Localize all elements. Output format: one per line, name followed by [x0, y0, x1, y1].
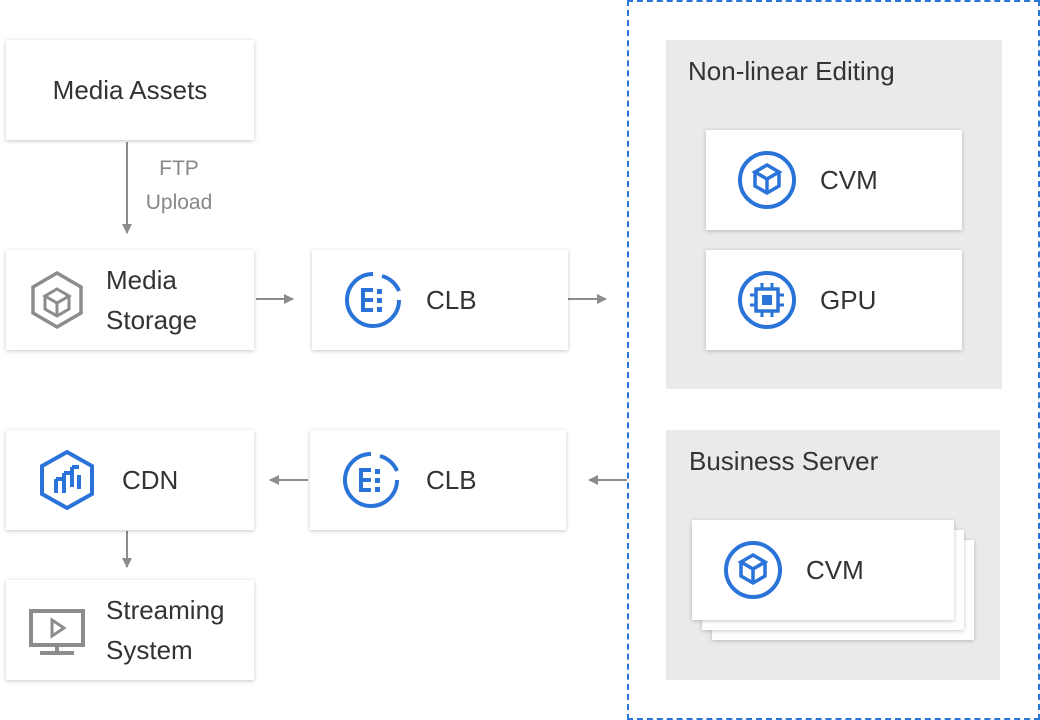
business-server-title: Business Server — [689, 446, 879, 476]
streaming-label-line1: Streaming — [106, 595, 225, 625]
gpu-node: GPU — [706, 250, 962, 350]
media-assets-label: Media Assets — [52, 75, 208, 105]
nonlinear-editing-title: Non-linear Editing — [688, 56, 895, 86]
business-cvm-node: CVM — [692, 520, 954, 620]
cloud-boundary — [627, 0, 1040, 720]
streaming-label-line2: System — [106, 635, 193, 665]
clb-icon — [343, 452, 399, 508]
media-assets-node: Media Assets — [6, 40, 254, 140]
cdn-label: CDN — [122, 465, 179, 495]
clb-node-top: CLB — [312, 250, 568, 350]
ftp-label-line2: Upload — [145, 191, 213, 214]
streaming-system-node: Streaming System — [6, 580, 254, 680]
gpu-icon — [738, 271, 796, 329]
cube-storage-icon — [31, 270, 83, 330]
cvm-icon — [724, 541, 782, 599]
ftp-label-line1: FTP — [159, 157, 199, 180]
media-storage-label-line1: Media — [106, 265, 177, 295]
clb-bottom-label: CLB — [426, 465, 477, 495]
monitor-play-icon — [29, 609, 85, 655]
business-cvm-label: CVM — [806, 555, 864, 585]
cdn-node: CDN — [6, 430, 254, 530]
gpu-label: GPU — [820, 285, 877, 315]
media-storage-node: Media Storage — [6, 250, 254, 350]
cvm-icon — [738, 151, 796, 209]
clb-node-bottom: CLB — [310, 430, 566, 530]
clb-top-label: CLB — [426, 285, 477, 315]
media-storage-text: Media Storage — [106, 260, 197, 340]
media-storage-label-line2: Storage — [106, 305, 198, 335]
ftp-upload-label: FTP Upload — [134, 152, 224, 220]
cdn-icon — [40, 449, 94, 511]
nonlinear-cvm-label: CVM — [820, 165, 878, 195]
nonlinear-cvm-node: CVM — [706, 130, 962, 230]
clb-icon — [345, 272, 401, 328]
streaming-system-text: Streaming System — [106, 590, 225, 670]
